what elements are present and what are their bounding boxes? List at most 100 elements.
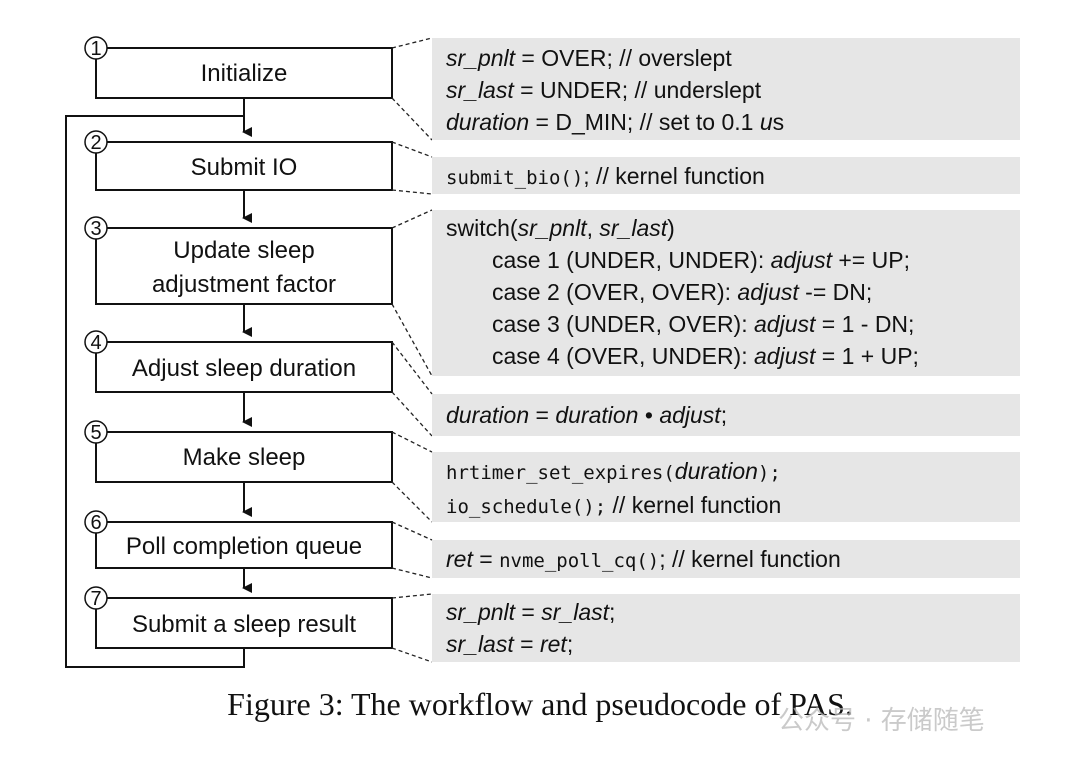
code-text: -= DN;	[798, 279, 873, 305]
var-adjust: adjust	[754, 311, 816, 337]
code-panel-2: submit_bio(); // kernel function	[432, 157, 1020, 194]
code-text: =	[472, 546, 500, 572]
step-number: 3	[90, 218, 101, 240]
step-number-circle	[84, 510, 108, 534]
step-number-circle	[84, 36, 108, 60]
code-function: );	[757, 462, 781, 484]
code-text: case 2 (OVER, OVER):	[492, 279, 738, 305]
watermark: 公众号 · 存储随笔	[778, 706, 985, 736]
step-7: 7 Submit a sleep result	[84, 586, 393, 649]
var-sr-last: sr_last	[446, 631, 514, 657]
code-text: = 1 - DN;	[815, 311, 915, 337]
code-text: ; // kernel function	[583, 163, 765, 189]
code-line: case 4 (OVER, UNDER): adjust = 1 + UP;	[446, 340, 1020, 372]
code-line: ret = nvme_poll_cq(); // kernel function	[446, 543, 1020, 577]
code-line: hrtimer_set_expires(duration);	[446, 455, 1020, 489]
code-text: case 1 (UNDER, UNDER):	[492, 247, 771, 273]
step-3: 3 Update sleep adjustment factor	[84, 216, 393, 305]
step-label-line-2: adjustment factor	[152, 271, 336, 298]
var-sr-pnlt: sr_pnlt	[446, 45, 516, 71]
code-line: submit_bio(); // kernel function	[446, 160, 1020, 194]
code-text: ;	[609, 599, 616, 625]
step-label: Adjust sleep duration	[132, 355, 356, 382]
var-ret: ret	[446, 546, 473, 572]
unit-u: u	[759, 109, 773, 135]
code-line: case 2 (OVER, OVER): adjust -= DN;	[446, 276, 1020, 308]
var-sr-pnlt: sr_pnlt	[446, 599, 516, 625]
step-number-circle	[84, 586, 108, 610]
step-number: 7	[90, 588, 101, 610]
step-number: 5	[90, 422, 101, 444]
code-line: case 1 (UNDER, UNDER): adjust += UP;	[446, 244, 1020, 276]
step-4: 4 Adjust sleep duration	[84, 330, 393, 393]
code-line: sr_last = ret;	[446, 628, 1020, 660]
step-number: 6	[90, 512, 101, 534]
var-sr-last: sr_last	[599, 215, 668, 241]
loop-back-line	[65, 115, 245, 668]
code-panel-5: hrtimer_set_expires(duration); io_schedu…	[432, 452, 1020, 522]
var-sr-last: sr_last	[446, 77, 514, 103]
step-number: 4	[90, 332, 101, 354]
step-label: Initialize	[201, 60, 288, 87]
code-line: io_schedule(); // kernel function	[446, 489, 1020, 523]
code-function: nvme_poll_cq()	[499, 550, 660, 572]
var-adjust: adjust	[737, 279, 799, 305]
code-text: = UNDER; // underslept	[513, 77, 762, 103]
step-label: Submit a sleep result	[132, 611, 356, 638]
var-adjust: adjust	[754, 343, 816, 369]
code-text: =	[515, 599, 542, 625]
var-sr-pnlt: sr_pnlt	[517, 215, 587, 241]
step-number-circle	[84, 330, 108, 354]
step-number-circle	[84, 130, 108, 154]
var-duration: duration	[555, 402, 639, 428]
dashed-connectors	[391, 37, 433, 663]
code-text: switch(	[446, 215, 518, 241]
figure-caption: Figure 3: The workflow and pseudocode of…	[227, 686, 853, 722]
code-text: = 1 + UP;	[815, 343, 919, 369]
var-adjust: adjust	[659, 402, 721, 428]
step-number: 1	[90, 38, 101, 60]
code-panel-1: sr_pnlt = OVER; // overslept sr_last = U…	[432, 38, 1020, 140]
var-duration: duration	[446, 109, 530, 135]
var-ret: ret	[539, 631, 567, 657]
code-text: ; // kernel function	[659, 546, 841, 572]
flow-arrows	[65, 98, 252, 668]
step-number-circle	[84, 420, 108, 444]
code-text: case 3 (UNDER, OVER):	[492, 311, 754, 337]
code-text: )	[667, 215, 675, 241]
code-line: sr_pnlt = sr_last;	[446, 596, 1020, 628]
code-line: switch(sr_pnlt, sr_last)	[446, 212, 1020, 244]
code-text: ;	[720, 402, 728, 428]
var-duration: duration	[674, 458, 758, 484]
step-2: 2 Submit IO	[84, 130, 393, 191]
var-duration: duration	[446, 402, 530, 428]
step-number-circle	[84, 216, 108, 240]
code-function: submit_bio()	[446, 167, 584, 189]
code-panel-6: ret = nvme_poll_cq(); // kernel function	[432, 540, 1020, 578]
code-line: duration = D_MIN; // set to 0.1 us	[446, 106, 1020, 138]
code-text: ,	[586, 215, 600, 241]
code-text: s	[772, 109, 785, 135]
code-function: io_schedule();	[446, 496, 607, 518]
code-panel-7: sr_pnlt = sr_last; sr_last = ret;	[432, 594, 1020, 662]
step-label: Submit IO	[191, 154, 298, 181]
code-line: sr_pnlt = OVER; // overslept	[446, 42, 1020, 74]
code-line: duration = duration • adjust;	[446, 399, 1020, 431]
code-line: case 3 (UNDER, OVER): adjust = 1 - DN;	[446, 308, 1020, 340]
code-text: case 4 (OVER, UNDER):	[492, 343, 754, 369]
code-text: =	[513, 631, 540, 657]
var-adjust: adjust	[770, 247, 832, 273]
code-text: // kernel function	[606, 492, 782, 518]
code-text: •	[638, 402, 660, 428]
step-label-line-1: Update sleep	[173, 237, 314, 264]
code-text: = D_MIN; // set to 0.1	[529, 109, 760, 135]
step-6: 6 Poll completion queue	[84, 510, 393, 569]
step-label: Make sleep	[183, 444, 306, 471]
var-sr-last: sr_last	[541, 599, 610, 625]
code-panel-4: duration = duration • adjust;	[432, 394, 1020, 436]
code-text: =	[529, 402, 556, 428]
code-line: sr_last = UNDER; // underslept	[446, 74, 1020, 106]
step-1: 1 Initialize	[84, 36, 393, 99]
step-label: Poll completion queue	[126, 533, 362, 560]
